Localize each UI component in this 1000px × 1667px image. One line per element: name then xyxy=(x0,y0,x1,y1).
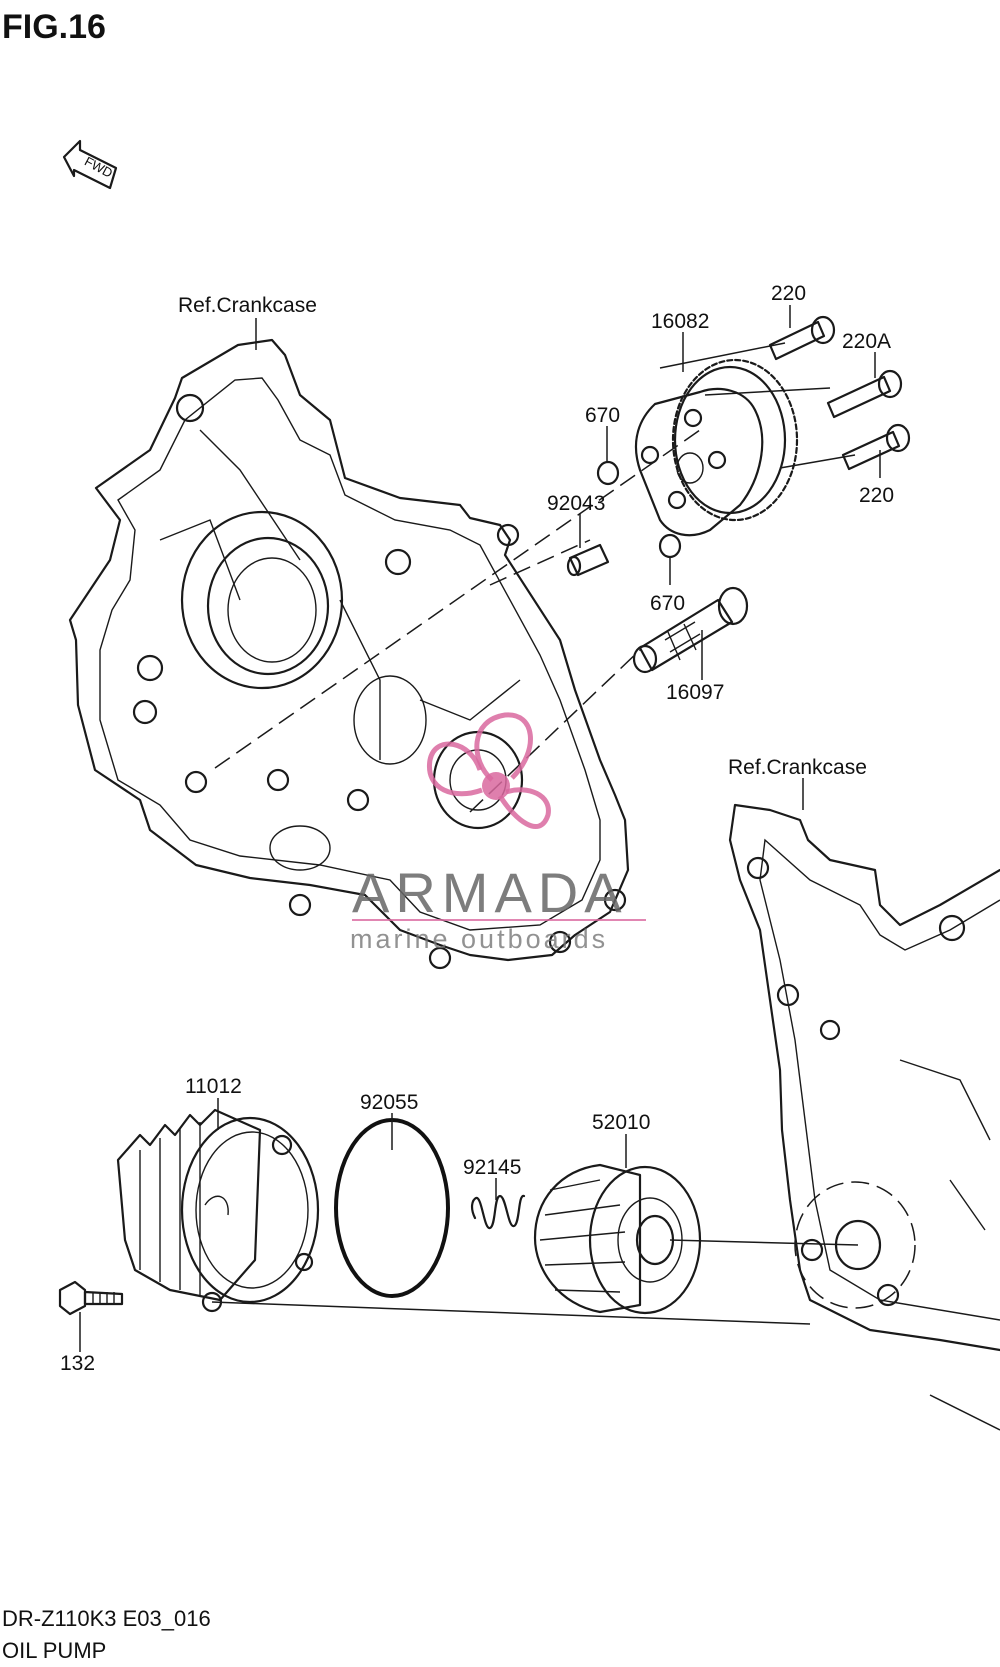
bolt-220a-middle xyxy=(826,369,903,419)
spring xyxy=(470,1194,526,1230)
label-220a: 220A xyxy=(842,330,891,353)
oil-pump-gear xyxy=(635,358,799,537)
label-220-top: 220 xyxy=(771,282,806,305)
label-crankcase-right: Ref.Crankcase xyxy=(728,756,867,779)
label-670-lower: 670 xyxy=(650,592,685,615)
cover-bolt xyxy=(58,1280,124,1316)
label-16082: 16082 xyxy=(651,310,709,333)
label-92055: 92055 xyxy=(360,1091,418,1114)
label-11012: 11012 xyxy=(185,1075,242,1098)
leader-lines xyxy=(79,305,881,1352)
label-132: 132 xyxy=(60,1352,95,1375)
dowel-pin xyxy=(566,543,610,577)
bolt-220-lower xyxy=(841,423,911,471)
explosion-lines xyxy=(211,342,1000,1431)
oil-strainer xyxy=(632,586,749,674)
label-crankcase-left: Ref.Crankcase xyxy=(178,294,317,317)
label-220-lower: 220 xyxy=(859,484,894,507)
right-crankcase xyxy=(728,803,1000,1352)
label-92043: 92043 xyxy=(547,492,605,515)
bolt-220-top xyxy=(768,315,836,361)
armada-propeller-icon xyxy=(427,712,551,829)
watermark-logo: ARMADA marine outboards xyxy=(350,712,646,954)
section-name: OIL PUMP xyxy=(2,1638,106,1663)
label-52010: 52010 xyxy=(592,1111,650,1134)
watermark-brand: ARMADA xyxy=(352,861,628,924)
filter-cover xyxy=(116,1108,320,1313)
o-ring-upper xyxy=(596,460,620,486)
model-code: DR-Z110K3 E03_016 xyxy=(2,1606,211,1631)
label-92145: 92145 xyxy=(463,1156,521,1179)
oil-filter xyxy=(533,1163,702,1315)
left-crankcase xyxy=(68,338,630,970)
o-ring-lower xyxy=(658,533,682,559)
watermark-tagline: marine outboards xyxy=(350,924,608,954)
label-670-upper: 670 xyxy=(585,404,620,427)
label-16097: 16097 xyxy=(666,681,724,704)
fwd-arrow-icon: FWD xyxy=(62,139,118,190)
figure-title: FIG.16 xyxy=(2,8,106,46)
